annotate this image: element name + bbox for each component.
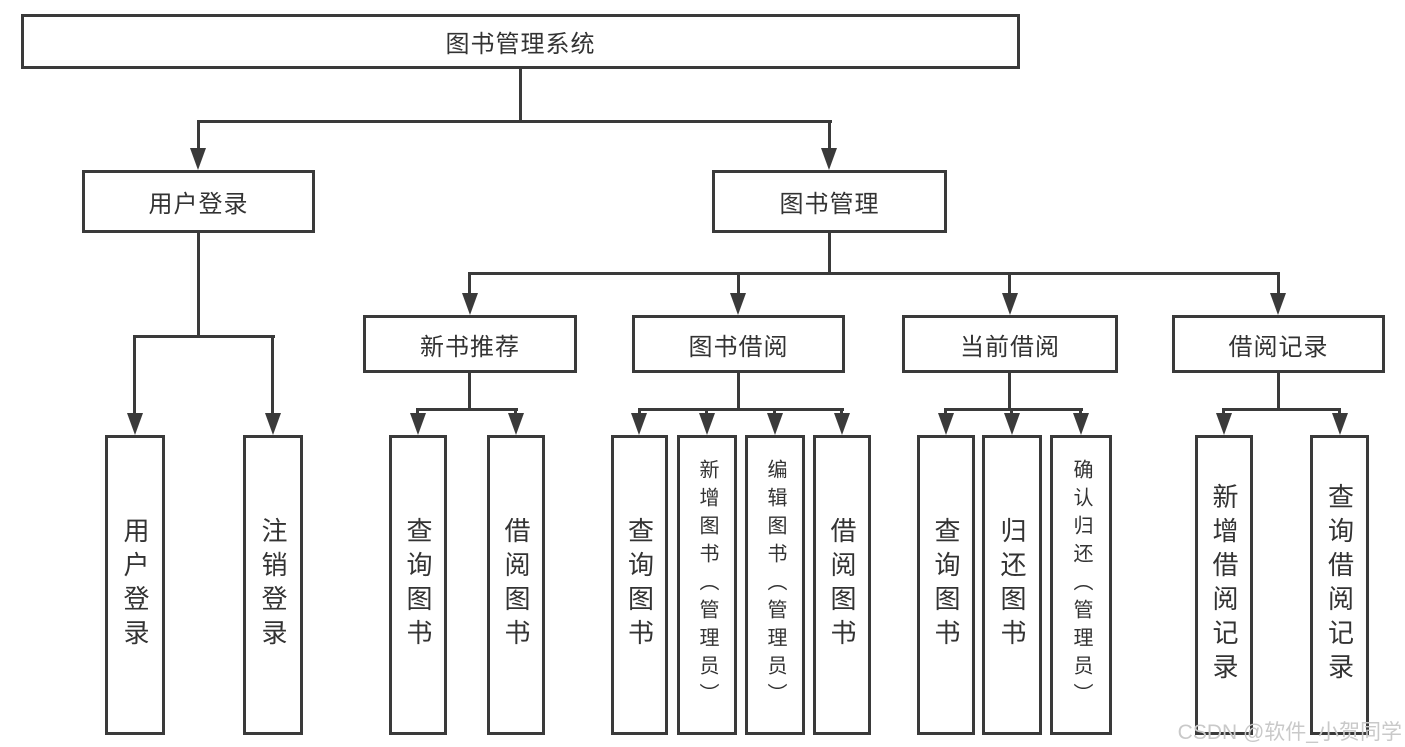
connector-root-rail: [197, 120, 832, 123]
connector-drop-current-borrow: [1008, 272, 1011, 295]
node-new-book-recommend: 新书推荐: [363, 315, 577, 373]
leaf-return-books: 归还图书: [982, 435, 1042, 735]
connector-drop-book-management: [828, 120, 831, 150]
connector-user-login-stem: [197, 233, 200, 335]
leaf-query-books-recommend: 查询图书: [389, 435, 447, 735]
arrowhead-down-icon: [821, 148, 837, 170]
leaf-label: 查询图书: [624, 517, 655, 653]
connector-borrow-records-stem: [1277, 373, 1280, 408]
connector-root-stem: [519, 68, 522, 120]
connector-drop-book-borrow: [737, 272, 740, 295]
node-book-management: 图书管理: [712, 170, 947, 233]
connector-drop-leaf: [416, 408, 419, 415]
arrowhead-down-icon: [1332, 413, 1348, 435]
leaf-label: 查询图书: [403, 517, 433, 653]
arrowhead-down-icon: [1216, 413, 1232, 435]
connector-drop-leaf: [1222, 408, 1225, 415]
arrowhead-down-icon: [127, 413, 143, 435]
arrowhead-down-icon: [1002, 293, 1018, 315]
connector-new-books-rail: [416, 408, 518, 411]
connector-drop-user-login: [197, 120, 200, 150]
connector-book-borrow-stem: [737, 373, 740, 408]
leaf-label: 确认归还（管理员）: [1070, 459, 1092, 711]
leaf-label: 注销登录: [258, 517, 288, 653]
node-borrow-records: 借阅记录: [1172, 315, 1385, 373]
connector-current-borrow-rail: [944, 408, 1083, 411]
connector-drop-leaf: [638, 408, 641, 415]
connector-drop-leaf: [133, 335, 136, 413]
node-book-borrow: 图书借阅: [632, 315, 845, 373]
leaf-add-borrow-record: 新增借阅记录: [1195, 435, 1253, 735]
leaf-label: 查询借阅记录: [1324, 483, 1355, 687]
connector-drop-leaf: [705, 408, 708, 415]
leaf-label: 新增借阅记录: [1209, 483, 1239, 687]
watermark: CSDN @软件_小贺同学: [1177, 721, 1402, 744]
leaf-query-books-current: 查询图书: [917, 435, 975, 735]
connector-drop-leaf: [773, 408, 776, 415]
leaf-label: 借阅图书: [501, 517, 531, 653]
node-user-login: 用户登录: [82, 170, 315, 233]
arrowhead-down-icon: [834, 413, 850, 435]
leaf-label: 查询图书: [931, 517, 961, 653]
arrowhead-down-icon: [938, 413, 954, 435]
arrowhead-down-icon: [1004, 413, 1020, 435]
connector-user-login-rail: [133, 335, 275, 338]
arrowhead-down-icon: [1073, 413, 1089, 435]
arrowhead-down-icon: [767, 413, 783, 435]
connector-drop-leaf: [1079, 408, 1082, 415]
leaf-user-login: 用户登录: [105, 435, 165, 735]
arrowhead-down-icon: [699, 413, 715, 435]
leaf-logout: 注销登录: [243, 435, 303, 735]
leaf-label: 编辑图书（管理员）: [764, 459, 786, 711]
connector-drop-new-books: [468, 272, 471, 295]
connector-drop-leaf: [1338, 408, 1341, 415]
leaf-query-borrow-record: 查询借阅记录: [1310, 435, 1369, 735]
connector-drop-borrow-records: [1277, 272, 1280, 295]
arrowhead-down-icon: [265, 413, 281, 435]
arrowhead-down-icon: [508, 413, 524, 435]
arrowhead-down-icon: [1270, 293, 1286, 315]
connector-book-management-stem: [828, 233, 831, 272]
connector-current-borrow-stem: [1008, 373, 1011, 408]
arrowhead-down-icon: [410, 413, 426, 435]
arrowhead-down-icon: [462, 293, 478, 315]
leaf-label: 归还图书: [997, 517, 1027, 653]
leaf-label: 新增图书（管理员）: [696, 459, 718, 711]
leaf-confirm-return-admin: 确认归还（管理员）: [1050, 435, 1112, 735]
leaf-add-books-admin: 新增图书（管理员）: [677, 435, 737, 735]
arrowhead-down-icon: [631, 413, 647, 435]
connector-drop-leaf: [271, 335, 274, 413]
connector-borrow-records-rail: [1222, 408, 1341, 411]
node-root: 图书管理系统: [21, 14, 1020, 69]
connector-book-borrow-rail: [638, 408, 844, 411]
node-current-borrow: 当前借阅: [902, 315, 1118, 373]
leaf-borrow-books: 借阅图书: [813, 435, 871, 735]
leaf-label: 借阅图书: [827, 517, 857, 653]
connector-drop-leaf: [840, 408, 843, 415]
connector-new-books-stem: [468, 373, 471, 408]
connector-drop-leaf: [514, 408, 517, 415]
leaf-edit-books-admin: 编辑图书（管理员）: [745, 435, 805, 735]
arrowhead-down-icon: [730, 293, 746, 315]
connector-drop-leaf: [944, 408, 947, 415]
connector-book-management-rail: [468, 272, 1280, 275]
leaf-borrow-books-recommend: 借阅图书: [487, 435, 545, 735]
connector-drop-leaf: [1010, 408, 1013, 415]
leaf-label: 用户登录: [120, 517, 150, 653]
leaf-query-books-borrow: 查询图书: [611, 435, 668, 735]
arrowhead-down-icon: [190, 148, 206, 170]
